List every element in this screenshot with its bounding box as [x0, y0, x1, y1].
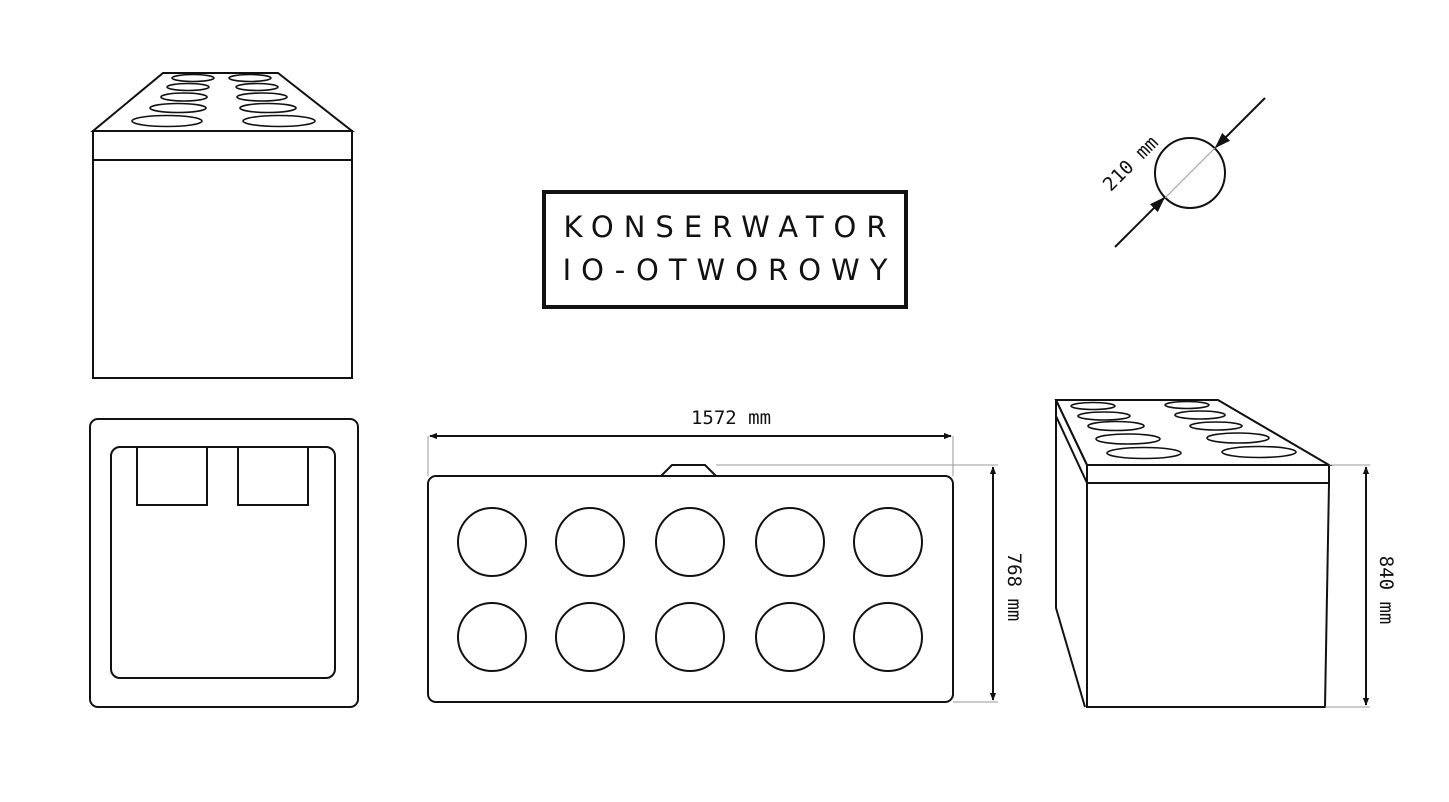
height-label: 840 mm — [1375, 556, 1397, 625]
side-view-tab-right — [237, 446, 309, 506]
side-view — [89, 418, 359, 708]
title-line-2: IO-OTWOROWY — [562, 253, 898, 287]
iso-body-side — [1055, 416, 1086, 708]
hole-4 — [755, 507, 825, 577]
hole-5 — [853, 507, 923, 577]
hole-2 — [555, 507, 625, 577]
iso-lid-holes — [1070, 400, 1297, 460]
front-view-lid-holes — [131, 73, 316, 128]
hole-detail: 210 mm — [1099, 97, 1266, 248]
isometric-view: 840 mm — [1054, 399, 1397, 708]
iso-lid-band — [1086, 464, 1330, 484]
top-view-body — [427, 475, 954, 703]
front-view-body — [92, 159, 353, 379]
hole-8 — [655, 602, 725, 672]
hole-circle — [1154, 137, 1226, 209]
hole-diameter-label: 210 mm — [1099, 132, 1163, 196]
title-line-1: KONSERWATOR — [563, 210, 897, 244]
hole-10 — [853, 602, 923, 672]
top-view: 1572 mm 768 mm — [427, 407, 1025, 703]
hole-3 — [655, 507, 725, 577]
front-view-lid-band — [92, 130, 353, 161]
iso-body-front — [1086, 482, 1330, 708]
hole-6 — [457, 602, 527, 672]
depth-label: 768 mm — [1003, 553, 1025, 622]
hole-7 — [555, 602, 625, 672]
hole-9 — [755, 602, 825, 672]
side-view-tab-left — [136, 446, 208, 506]
iso-lid-side — [1055, 399, 1088, 484]
front-view — [90, 72, 355, 379]
side-view-inner — [110, 446, 336, 679]
title-block: KONSERWATOR IO-OTWOROWY — [542, 190, 908, 309]
top-view-handle — [660, 464, 717, 477]
length-label: 1572 mm — [691, 407, 771, 429]
top-view-holes — [457, 507, 923, 672]
hole-1 — [457, 507, 527, 577]
side-view-outer — [89, 418, 359, 708]
